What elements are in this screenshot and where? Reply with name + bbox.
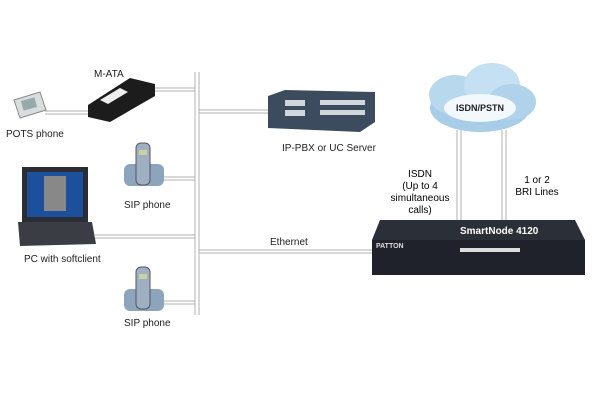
mata-label: M-ATA — [94, 69, 124, 80]
bri-label: 1 or 2 BRI Lines — [515, 175, 559, 198]
brand-label: PATTON — [376, 243, 404, 250]
pc-label: PC with softclient — [24, 254, 101, 265]
sip-phone-icon — [124, 266, 164, 311]
pbx-server-icon — [268, 90, 375, 132]
laptop-icon — [18, 167, 96, 246]
sip-phone-label: SIP phone — [124, 318, 171, 329]
cloud-label: ISDN/PSTN — [456, 103, 505, 113]
ethernet-label: Ethernet — [270, 237, 308, 248]
cloud-icon — [429, 63, 536, 132]
smartnode-label: SmartNode 4120 — [460, 226, 539, 237]
sip-phone-label: SIP phone — [124, 200, 171, 211]
pots-phone-label: POTS phone — [6, 129, 64, 140]
sip-phone-icon — [124, 142, 164, 186]
pbx-label: IP-PBX or UC Server — [282, 143, 376, 154]
wiring — [45, 72, 507, 315]
pots-phone-icon — [13, 91, 47, 119]
smartnode-device-icon — [372, 220, 585, 275]
isdn-label: ISDN (Up to 4 simultaneous calls) — [390, 169, 450, 216]
mata-device-icon — [88, 78, 155, 122]
